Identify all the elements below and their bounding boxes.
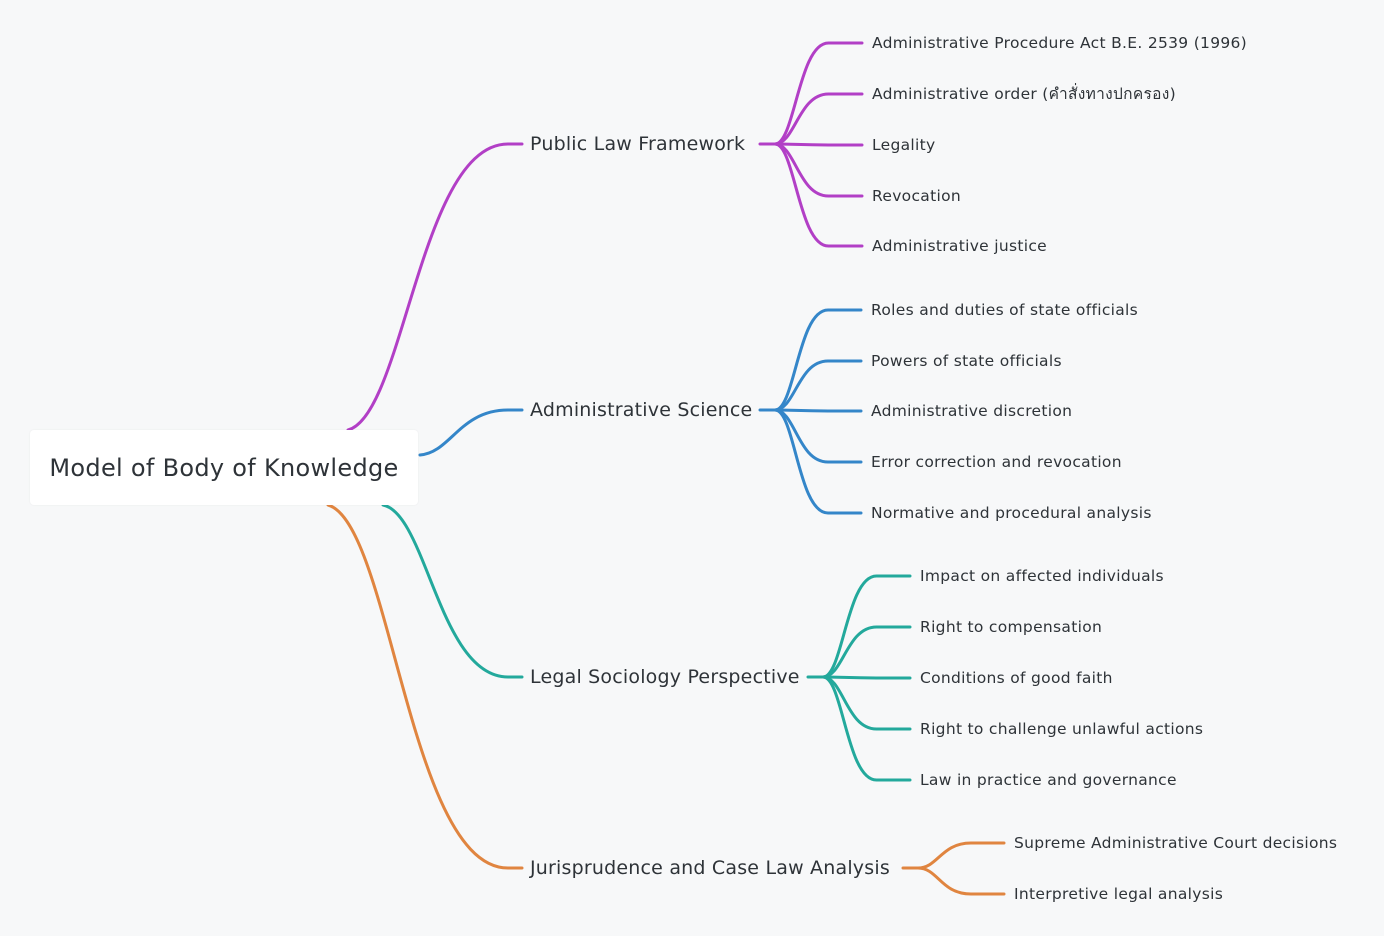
leaf-administrative-justice[interactable]: Administrative justice xyxy=(872,237,1047,255)
branch-to-leaf-connector xyxy=(773,41,864,146)
branch-to-leaf-connector xyxy=(773,142,864,198)
branch-to-leaf-connector xyxy=(773,408,863,515)
root-node-label: Model of Body of Knowledge xyxy=(49,453,399,482)
leaf-right-to-challenge[interactable]: Right to challenge unlawful actions xyxy=(920,720,1204,738)
branch-to-leaf-connector xyxy=(773,92,864,146)
leaf-error-correction[interactable]: Error correction and revocation xyxy=(871,453,1122,471)
leaf-powers-of-state-officials[interactable]: Powers of state officials xyxy=(871,352,1062,370)
branch-to-leaf-connector xyxy=(821,675,912,680)
leaf-revocation[interactable]: Revocation xyxy=(872,187,961,205)
branch-to-leaf-connector xyxy=(916,866,1006,896)
leaf-legality[interactable]: Legality xyxy=(872,136,936,154)
branch-to-leaf-connector xyxy=(821,574,912,679)
branch-to-leaf-connector xyxy=(773,359,863,412)
leaf-law-in-practice[interactable]: Law in practice and governance xyxy=(920,771,1177,789)
branch-legal-sociology-perspective[interactable]: Legal Sociology Perspective xyxy=(530,666,800,688)
leaf-administrative-procedure-act[interactable]: Administrative Procedure Act B.E. 2539 (… xyxy=(872,34,1248,52)
leaf-right-to-compensation[interactable]: Right to compensation xyxy=(920,618,1103,636)
leaf-roles-and-duties[interactable]: Roles and duties of state officials xyxy=(871,301,1139,319)
leaf-administrative-discretion[interactable]: Administrative discretion xyxy=(871,402,1073,420)
root-node[interactable]: Model of Body of Knowledge xyxy=(30,430,418,505)
branch-to-leaf-connector xyxy=(821,675,912,782)
branch-to-leaf-connector xyxy=(916,841,1006,870)
leaf-normative-procedural-analysis[interactable]: Normative and procedural analysis xyxy=(871,504,1152,522)
leaf-interpretive-legal-analysis[interactable]: Interpretive legal analysis xyxy=(1014,885,1224,903)
branch-to-leaf-connector xyxy=(773,408,863,413)
root-to-branch-connector xyxy=(346,142,524,432)
branch-to-leaf-connector xyxy=(773,142,864,147)
branch-to-leaf-connector xyxy=(821,675,912,731)
leaf-administrative-order[interactable]: Administrative order (คำสั่งทางปกครอง) xyxy=(872,85,1176,103)
leaf-supreme-administrative-court[interactable]: Supreme Administrative Court decisions xyxy=(1014,834,1338,852)
root-to-branch-connector xyxy=(381,503,524,679)
branch-to-leaf-connector xyxy=(773,308,863,412)
leaf-impact-on-affected-individuals[interactable]: Impact on affected individuals xyxy=(920,567,1164,585)
branch-to-leaf-connector xyxy=(773,408,863,464)
branch-administrative-science[interactable]: Administrative Science xyxy=(530,399,753,421)
branch-to-leaf-connector xyxy=(821,625,912,679)
root-to-branch-connector xyxy=(326,503,524,870)
branch-to-leaf-connector xyxy=(773,142,864,248)
root-to-branch-connector xyxy=(418,408,524,457)
branch-jurisprudence-case-law[interactable]: Jurisprudence and Case Law Analysis xyxy=(530,857,890,879)
leaf-conditions-of-good-faith[interactable]: Conditions of good faith xyxy=(920,669,1113,687)
branch-public-law-framework[interactable]: Public Law Framework xyxy=(530,133,746,155)
